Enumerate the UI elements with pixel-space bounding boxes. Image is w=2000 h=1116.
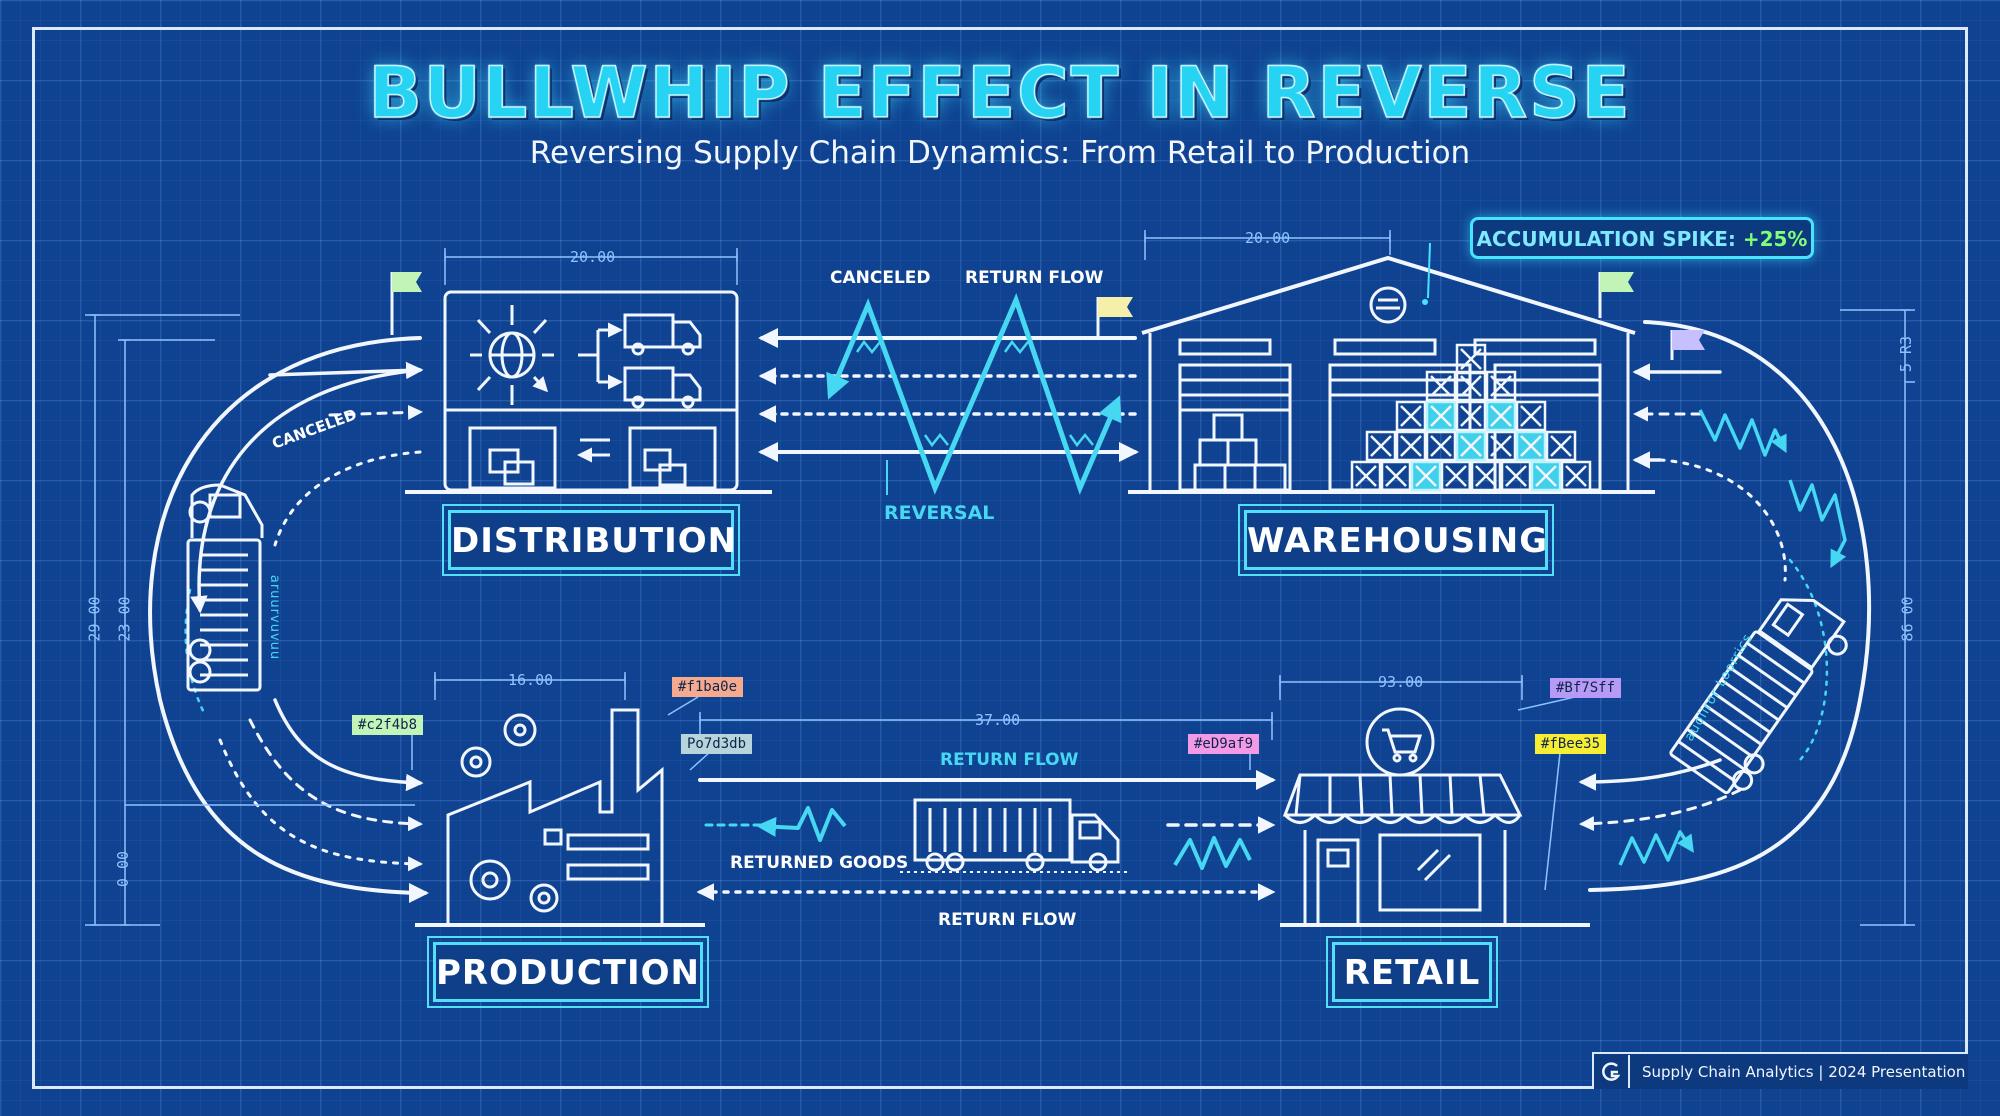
warehouse-crate-brace bbox=[1475, 465, 1497, 487]
spike-prefix: ACCUMULATION SPIKE: bbox=[1476, 227, 1736, 251]
warehouse-crate bbox=[1455, 400, 1487, 432]
color-tag-2: #f1ba0e bbox=[672, 677, 744, 697]
warehouse-crate bbox=[1365, 430, 1397, 462]
outer-frame bbox=[32, 27, 1968, 1089]
dim-right-main: 86 00 bbox=[1898, 596, 1917, 642]
warehouse-crate-brace bbox=[1520, 405, 1542, 427]
dim-retail-width: 93.00 bbox=[1378, 673, 1424, 691]
warehouse-boxes bbox=[1350, 343, 1592, 492]
warehouse-crate bbox=[1350, 460, 1382, 492]
brand-logo-icon bbox=[1594, 1055, 1630, 1088]
retail-store-icon bbox=[1280, 707, 1590, 927]
dim-distribution-width: 20.00 bbox=[570, 248, 616, 266]
warehouse-crate-brace bbox=[1535, 465, 1557, 487]
page-title: BULLWHIP EFFECT IN REVERSE bbox=[368, 51, 1632, 135]
spike-value: +25% bbox=[1742, 227, 1808, 251]
color-tag-6: #fBee35 bbox=[1535, 734, 1607, 754]
footer-text: Supply Chain Analytics | 2024 Presentati… bbox=[1642, 1062, 1966, 1081]
warehouse-crate-brace bbox=[1565, 465, 1587, 487]
warehouse-crate bbox=[1515, 400, 1547, 432]
color-tag-1: #c2f4b8 bbox=[352, 715, 424, 735]
warehouse-crate-brace bbox=[1415, 465, 1437, 487]
warehouse-crate-brace bbox=[1550, 435, 1572, 457]
stage-label-retail: RETAIL bbox=[1326, 936, 1498, 1008]
warehouse-crate-brace bbox=[1385, 465, 1407, 487]
warehouse-crate-brace bbox=[1355, 465, 1377, 487]
warehouse-crate bbox=[1425, 370, 1457, 402]
dim-left-base: 0 00 bbox=[114, 850, 133, 888]
bottom-flow-arrows bbox=[696, 770, 1276, 901]
stage-label-warehousing: WAREHOUSING bbox=[1238, 504, 1554, 576]
footer-bar: Supply Chain Analytics | 2024 Presentati… bbox=[1592, 1052, 1968, 1089]
warehouse-crate bbox=[1455, 343, 1487, 375]
dim-left-inner: 23 00 bbox=[115, 596, 134, 642]
dim-right-top: 5 R3 bbox=[1897, 335, 1916, 373]
left-truck-icon bbox=[186, 483, 264, 692]
flow-label-return-flow-lower: RETURN FLOW bbox=[938, 910, 1077, 930]
color-tag-4: #eD9af9 bbox=[1188, 734, 1260, 754]
dim-lower-span: 37.00 bbox=[975, 711, 1021, 729]
top-flow-arrows bbox=[758, 328, 1139, 462]
warehouse-crate-brace bbox=[1490, 375, 1512, 397]
warehouse-crate bbox=[1485, 430, 1517, 462]
bottom-truck-icon bbox=[900, 798, 1130, 873]
left-truck-label: aruurvuvuu bbox=[267, 574, 283, 661]
accumulation-spike-callout: ACCUMULATION SPIKE: +25% bbox=[1470, 217, 1814, 259]
reversal-zigzag bbox=[826, 293, 1122, 495]
flow-label-return-flow-top: RETURN FLOW bbox=[965, 268, 1104, 288]
warehouse-crate-brace bbox=[1400, 435, 1422, 457]
warehouse-crate bbox=[1395, 430, 1427, 462]
warehouse-crate bbox=[1485, 370, 1517, 402]
warehouse-crate-brace bbox=[1460, 435, 1482, 457]
warehouse-crate-brace bbox=[1445, 465, 1467, 487]
stage-label-production: PRODUCTION bbox=[427, 936, 709, 1008]
warehouse-crate-brace bbox=[1400, 405, 1422, 427]
warehouse-crate-brace bbox=[1460, 375, 1482, 397]
dim-warehousing-width: 20.00 bbox=[1245, 229, 1291, 247]
warehouse-crate-brace bbox=[1505, 465, 1527, 487]
warehouse-crate bbox=[1395, 400, 1427, 432]
stage-label-distribution: DISTRIBUTION bbox=[442, 504, 740, 576]
left-loop bbox=[148, 336, 429, 903]
dim-production-width: 16.00 bbox=[508, 671, 554, 689]
warehouse-crate bbox=[1560, 460, 1592, 492]
warehouse-crate-brace bbox=[1490, 435, 1512, 457]
warehouse-building-icon bbox=[1128, 255, 1655, 494]
warehouse-crate-brace bbox=[1430, 375, 1452, 397]
page-subtitle: Reversing Supply Chain Dynamics: From Re… bbox=[529, 135, 1471, 171]
warehouse-crate-brace bbox=[1370, 435, 1392, 457]
tag-leaders bbox=[411, 696, 1576, 891]
warehouse-crate bbox=[1440, 460, 1472, 492]
flow-label-returned-goods: RETURNED GOODS bbox=[730, 853, 909, 873]
warehouse-crate bbox=[1545, 430, 1577, 462]
dimension-lines bbox=[85, 230, 1915, 926]
color-tag-3: Po7d3db bbox=[681, 734, 753, 754]
warehouse-crate-brace bbox=[1490, 405, 1512, 427]
returned-goods-zigzag bbox=[756, 806, 1252, 870]
warehouse-crate-brace bbox=[1430, 435, 1452, 457]
flow-label-return-flow-upper: RETURN FLOW bbox=[940, 750, 1079, 770]
warehouse-crate bbox=[1500, 460, 1532, 492]
warehouse-crate-brace bbox=[1460, 405, 1482, 427]
right-zigzags bbox=[1618, 409, 1847, 866]
left-arrow-upper-1 bbox=[190, 368, 422, 614]
flow-label-reversal: REVERSAL bbox=[884, 502, 995, 524]
warehouse-crate-brace bbox=[1520, 435, 1542, 457]
warehouse-crate bbox=[1425, 430, 1457, 462]
distribution-building-icon bbox=[405, 290, 772, 494]
warehouse-crate-brace bbox=[1430, 405, 1452, 427]
factory-building-icon bbox=[415, 708, 705, 927]
warehouse-crate-brace bbox=[1460, 348, 1482, 370]
warehouse-crate bbox=[1380, 460, 1412, 492]
flow-label-canceled-top: CANCELED bbox=[830, 268, 931, 288]
right-loop bbox=[1578, 320, 1872, 892]
flags bbox=[390, 242, 1705, 360]
color-tag-5: #Bf7Sff bbox=[1550, 678, 1622, 698]
dim-left-outer: 29 00 bbox=[85, 596, 104, 642]
right-truck-icon bbox=[1669, 598, 1848, 795]
warehouse-crate bbox=[1470, 460, 1502, 492]
